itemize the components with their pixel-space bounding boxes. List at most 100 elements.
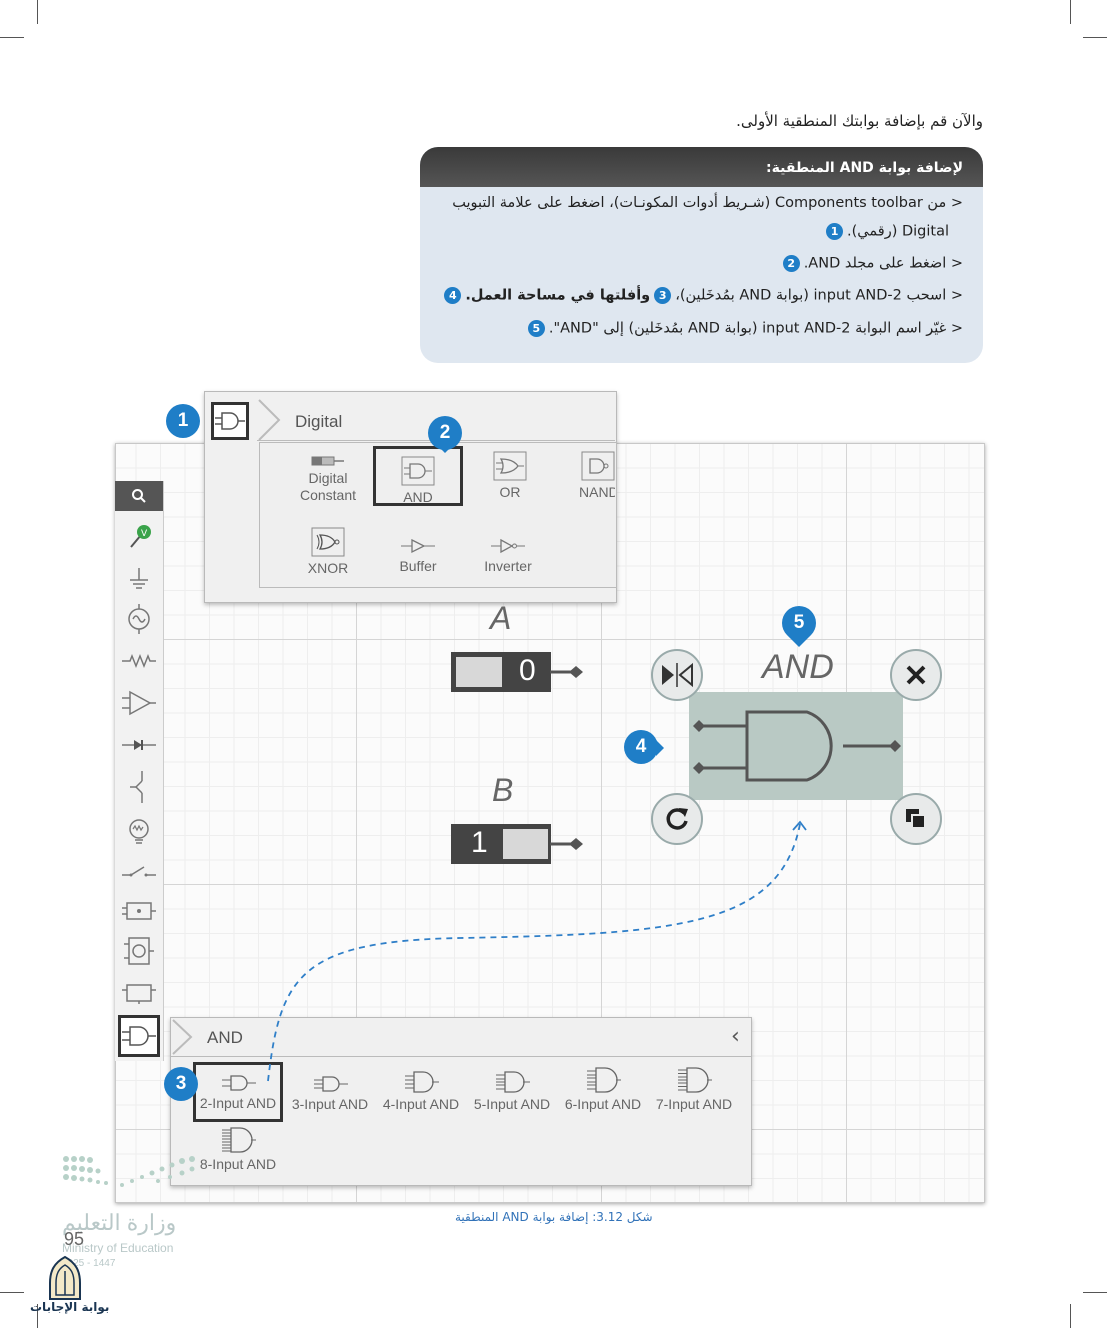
svg-text:V: V	[141, 529, 148, 539]
divider	[171, 1056, 751, 1057]
instructions-heading: لإضافة بوابة AND المنطقية:	[420, 147, 983, 187]
step-badge: 1	[826, 223, 844, 240]
and3-gate-icon	[314, 1076, 348, 1092]
diode-icon[interactable]	[119, 727, 159, 763]
component-inverter[interactable]: Inverter	[465, 536, 551, 594]
and5-gate-icon	[496, 1071, 530, 1093]
lamp-icon[interactable]	[119, 813, 159, 849]
inverter-icon	[491, 538, 525, 554]
digital-constant-icon	[311, 456, 344, 466]
component-3-input-and[interactable]: 3-Input AND	[285, 1074, 375, 1132]
ministry-name-ar: وزارة التعليم	[62, 1210, 177, 1235]
input-a-label: A	[490, 600, 512, 636]
flip-flop-icon[interactable]	[119, 975, 159, 1011]
chevron-right-icon	[172, 1019, 193, 1055]
watermark-text: بوابة الإجابات	[30, 1300, 110, 1314]
edition-year: 2025 - 1447	[62, 1258, 116, 1269]
and-gate-icon[interactable]	[689, 700, 905, 792]
and-gate-icon	[215, 412, 245, 430]
drag-path-arrow	[267, 820, 807, 1082]
watermark-logo-icon	[49, 1255, 81, 1300]
amplifier-icon[interactable]	[119, 685, 159, 721]
callout-3: 3	[164, 1067, 198, 1101]
rotate-icon	[666, 808, 688, 830]
delete-button[interactable]	[890, 649, 942, 701]
component-5-input-and[interactable]: 5-Input AND	[467, 1070, 557, 1128]
panel-title: AND	[207, 1028, 243, 1047]
callout-1: 1	[166, 404, 200, 438]
timer-chip-icon[interactable]	[119, 933, 159, 969]
ic-chip-icon[interactable]	[119, 893, 159, 929]
digital-tab-button[interactable]	[118, 1015, 160, 1057]
crop-mark	[37, 0, 38, 24]
callout-4: 4	[624, 730, 658, 764]
collapse-icon[interactable]: ‹	[731, 1024, 740, 1049]
chevron-right-icon	[258, 399, 281, 441]
close-icon	[906, 665, 926, 685]
callout-pointer	[656, 740, 664, 756]
component-4-input-and[interactable]: 4-Input AND	[376, 1070, 466, 1128]
crop-mark	[0, 1292, 24, 1293]
transistor-icon[interactable]	[119, 769, 159, 805]
instruction-line: < غيّر اسم البوابة 2-input AND (بوابة AN…	[524, 320, 963, 337]
instruction-line: < اسحب 2-input AND (بوابة AND بمُدخَلين)…	[440, 287, 963, 304]
callout-5: 5	[774, 598, 824, 648]
and2-gate-icon	[222, 1075, 256, 1091]
ac-source-icon[interactable]	[119, 601, 159, 637]
crop-mark	[37, 1304, 38, 1328]
and7-gate-icon	[678, 1067, 712, 1093]
buffer-icon	[401, 538, 435, 554]
callout-pointer	[438, 446, 452, 453]
step-badge: 5	[527, 320, 545, 337]
ministry-logo-dots	[63, 1156, 195, 1187]
digital-tab-button[interactable]	[211, 402, 249, 440]
input-a-wire	[550, 666, 583, 678]
crop-mark	[1083, 37, 1107, 38]
component-8-input-and[interactable]: 8-Input AND	[193, 1126, 283, 1184]
probe-icon[interactable]: V	[119, 519, 159, 555]
instruction-line: < اضغط على مجلد AND.2	[779, 255, 963, 272]
component-buffer[interactable]: Buffer	[375, 536, 461, 594]
ground-icon[interactable]	[119, 561, 159, 597]
crop-mark	[0, 37, 24, 38]
resistor-icon[interactable]	[119, 643, 159, 679]
and-folder-icon	[401, 456, 435, 486]
search-icon[interactable]	[115, 481, 163, 511]
nand-folder-icon	[581, 451, 615, 481]
panel-title: Digital	[295, 412, 343, 431]
component-6-input-and[interactable]: 6-Input AND	[558, 1066, 648, 1124]
crop-mark	[1070, 0, 1071, 24]
flip-button[interactable]	[651, 649, 703, 701]
crop-mark	[1070, 1304, 1071, 1328]
input-b-switch[interactable]: 1	[451, 824, 551, 864]
component-and[interactable]: AND	[373, 446, 463, 506]
component-7-input-and[interactable]: 7-Input AND	[649, 1066, 739, 1124]
component-or[interactable]: OR	[467, 450, 553, 508]
switch-icon[interactable]	[119, 853, 159, 889]
figure-caption: شكل 3.12: إضافة بوابة AND المنطقية	[455, 1210, 653, 1224]
input-a-switch[interactable]: 0	[451, 652, 551, 692]
step-badge: 2	[782, 255, 800, 272]
step-badge: 3	[654, 287, 672, 304]
input-a-value: 0	[519, 654, 536, 687]
callout-2: 2	[428, 416, 462, 450]
flip-horizontal-icon	[662, 662, 693, 688]
component-xnor[interactable]: XNOR	[285, 526, 371, 584]
and4-gate-icon	[405, 1071, 439, 1093]
crop-mark	[1083, 1292, 1107, 1293]
duplicate-icon	[906, 809, 926, 829]
gate-name-label[interactable]: AND	[762, 648, 834, 686]
component-nand[interactable]: NAND	[557, 450, 615, 508]
duplicate-button[interactable]	[890, 793, 942, 845]
instruction-line: Digital (رقمي).1	[822, 223, 949, 240]
component-grid	[259, 442, 617, 588]
rotate-button[interactable]	[651, 793, 703, 845]
switch-thumb	[456, 657, 502, 687]
ministry-name-en: Ministry of Education	[62, 1241, 174, 1255]
and8-gate-icon	[222, 1127, 256, 1153]
component-digital-constant[interactable]: Digital Constant	[285, 454, 371, 512]
intro-text: والآن قم بإضافة بوابتك المنطقية الأولى.	[736, 112, 983, 130]
input-b-value: 1	[471, 826, 488, 859]
instructions-box: لإضافة بوابة AND المنطقية: < من Componen…	[420, 147, 983, 363]
input-b-label: B	[492, 772, 514, 808]
